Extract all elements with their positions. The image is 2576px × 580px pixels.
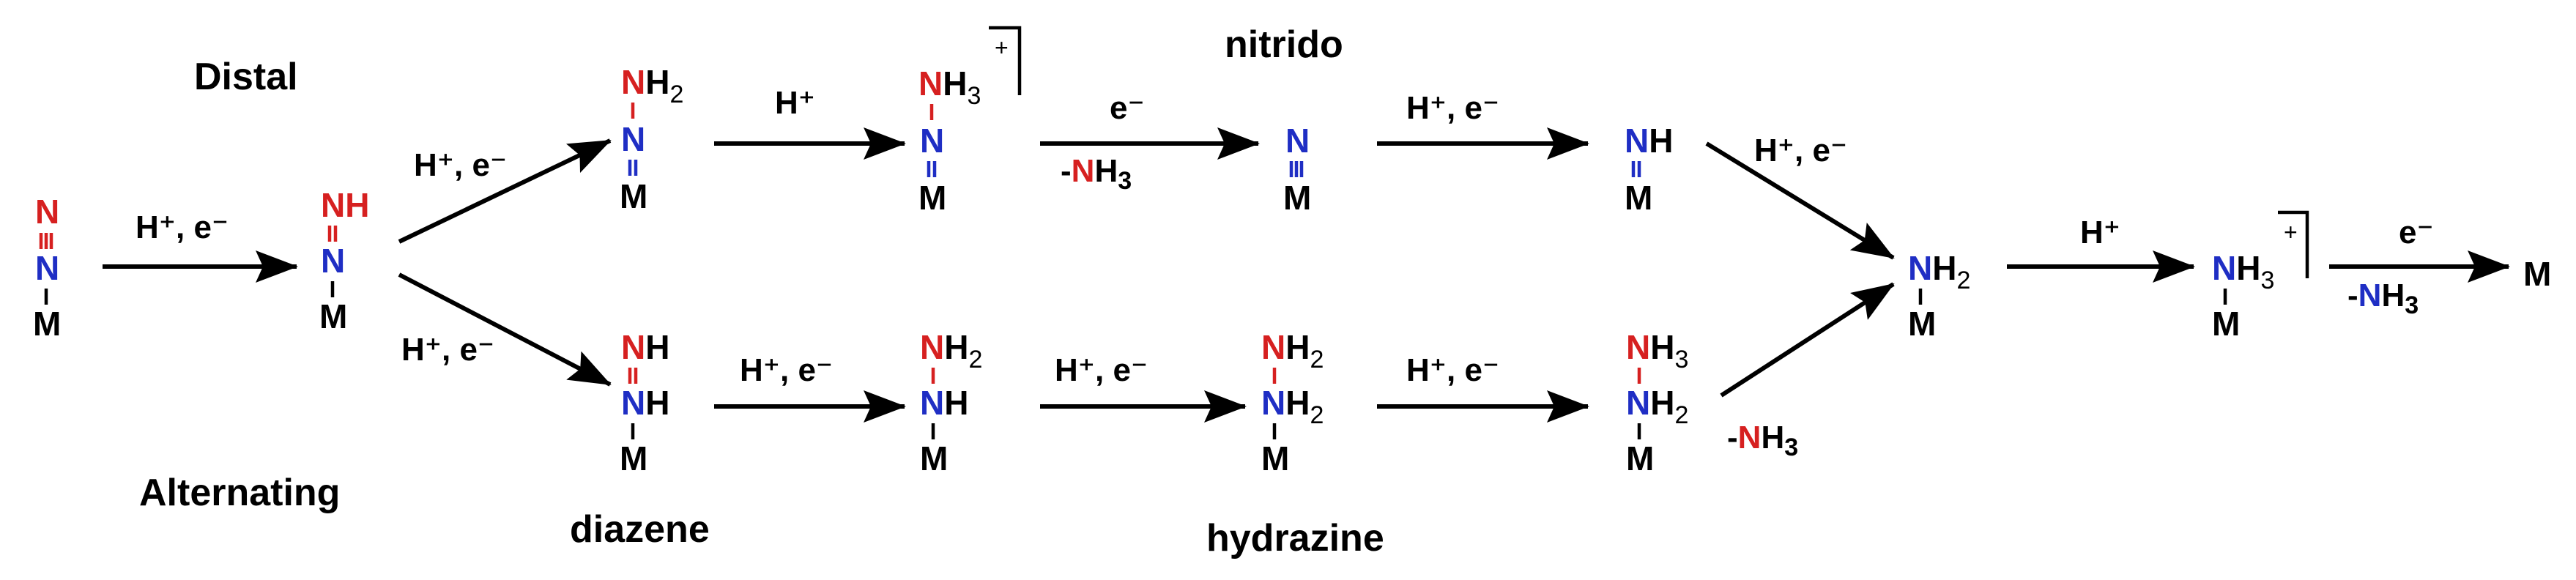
atom-n-proximal: N: [321, 242, 345, 280]
species-amido: NH2 M: [1908, 249, 1970, 343]
atom-nh3: NH3: [1626, 328, 1688, 373]
atom-n-distal: NH: [321, 186, 369, 224]
atom-metal: M: [319, 297, 347, 335]
charge-bracket: [989, 26, 1022, 95]
reagent-distal-4: H⁺, e⁻: [1406, 90, 1499, 126]
reagent-alternating-2: H⁺, e⁻: [740, 352, 833, 388]
species-dinitrogen-complex: N N M: [33, 193, 61, 343]
species-nitrido: N M: [1283, 122, 1311, 217]
label-hydrazine: hydrazine: [1206, 517, 1384, 559]
atom-metal: M: [1261, 439, 1289, 477]
atom-metal: M: [1908, 305, 1936, 343]
triple-bond: [39, 233, 53, 249]
byproduct-alternating-merge: -NH3: [1727, 420, 1798, 461]
reagent-step-1: H⁺, e⁻: [136, 209, 229, 245]
reagent-protonation: H⁺: [2080, 215, 2120, 250]
species-ammine-cation: NH3 + M: [2212, 210, 2309, 343]
atom-metal: M: [1625, 179, 1652, 217]
double-bond: [628, 160, 638, 176]
reagent-alternating-3: H⁺, e⁻: [1055, 352, 1148, 388]
reagent-alternating-branch: H⁺, e⁻: [401, 332, 494, 368]
reagent-distal-3: e⁻: [1110, 90, 1145, 126]
atom-nh3: NH3: [2212, 249, 2274, 294]
atom-nh2: NH2: [1908, 249, 1970, 294]
species-nnh3-cation: NH3 + N M: [918, 26, 1022, 217]
reagent-release: e⁻: [2399, 215, 2434, 250]
species-hydrazine: NH2 NH2 M: [1261, 328, 1324, 477]
atom-nh2-proximal: NH2: [1261, 384, 1324, 429]
arrow-distal-merge: [1705, 141, 1895, 260]
arrow-alternating-branch: [398, 272, 612, 387]
reagent-distal-merge: H⁺, e⁻: [1754, 133, 1847, 168]
triple-bond: [1289, 161, 1304, 177]
atom-metal: M: [1283, 179, 1311, 217]
species-diazene: NH NH M: [620, 328, 669, 477]
charge-plus: +: [2284, 219, 2298, 245]
reagent-alternating-4: H⁺, e⁻: [1406, 352, 1499, 388]
atom-n-proximal: N: [621, 120, 645, 158]
label-distal: Distal: [194, 56, 298, 98]
label-nitrido: nitrido: [1225, 23, 1343, 66]
atom-n-distal: N: [35, 193, 59, 231]
atom-metal: M: [2212, 305, 2240, 343]
atom-nh2: NH2: [920, 328, 982, 373]
reagent-distal-2: H⁺: [775, 85, 815, 121]
atom-metal: M: [620, 177, 647, 215]
atom-nh2: NH2: [621, 63, 683, 108]
byproduct-distal-3: -NH3: [1061, 153, 1132, 195]
atom-nh2-distal: NH2: [1261, 328, 1324, 373]
species-imido: NH M: [1625, 122, 1673, 217]
atom-n: N: [1285, 122, 1310, 160]
species-nnh-complex: NH N M: [319, 186, 369, 335]
atom-nh-distal: NH: [621, 328, 669, 366]
double-bond: [327, 226, 338, 242]
atom-metal: M: [1626, 439, 1654, 477]
atom-nh: NH: [920, 384, 968, 422]
species-metal: M: [2523, 255, 2551, 293]
double-bond: [1631, 161, 1641, 177]
arrow-alternating-merge: [1720, 282, 1895, 398]
species-hydrazinium: NH3 NH2 M: [1626, 328, 1688, 477]
label-alternating: Alternating: [139, 472, 340, 514]
atom-n-proximal: N: [35, 249, 59, 287]
atom-metal: M: [33, 305, 61, 343]
atom-metal: M: [620, 439, 647, 477]
atom-nh: NH: [1625, 122, 1673, 160]
species-hydrazido: NH2 NH M: [920, 328, 982, 477]
charge-bracket: [2278, 210, 2309, 278]
label-diazene: diazene: [570, 508, 710, 551]
double-bond: [628, 368, 638, 384]
double-bond: [927, 161, 937, 177]
species-nnh2-complex: NH2 N M: [620, 63, 683, 215]
atom-metal: M: [918, 179, 946, 217]
atom-nh-proximal: NH: [621, 384, 669, 422]
atom-n-proximal: N: [920, 122, 944, 160]
atom-nh3: NH3: [918, 64, 981, 110]
reagent-distal-branch: H⁺, e⁻: [414, 147, 507, 183]
charge-plus: +: [995, 34, 1009, 61]
arrow-distal-branch: [398, 138, 612, 244]
atom-metal: M: [920, 439, 948, 477]
atom-nh2: NH2: [1626, 384, 1688, 429]
byproduct-release: -NH3: [2347, 278, 2419, 319]
